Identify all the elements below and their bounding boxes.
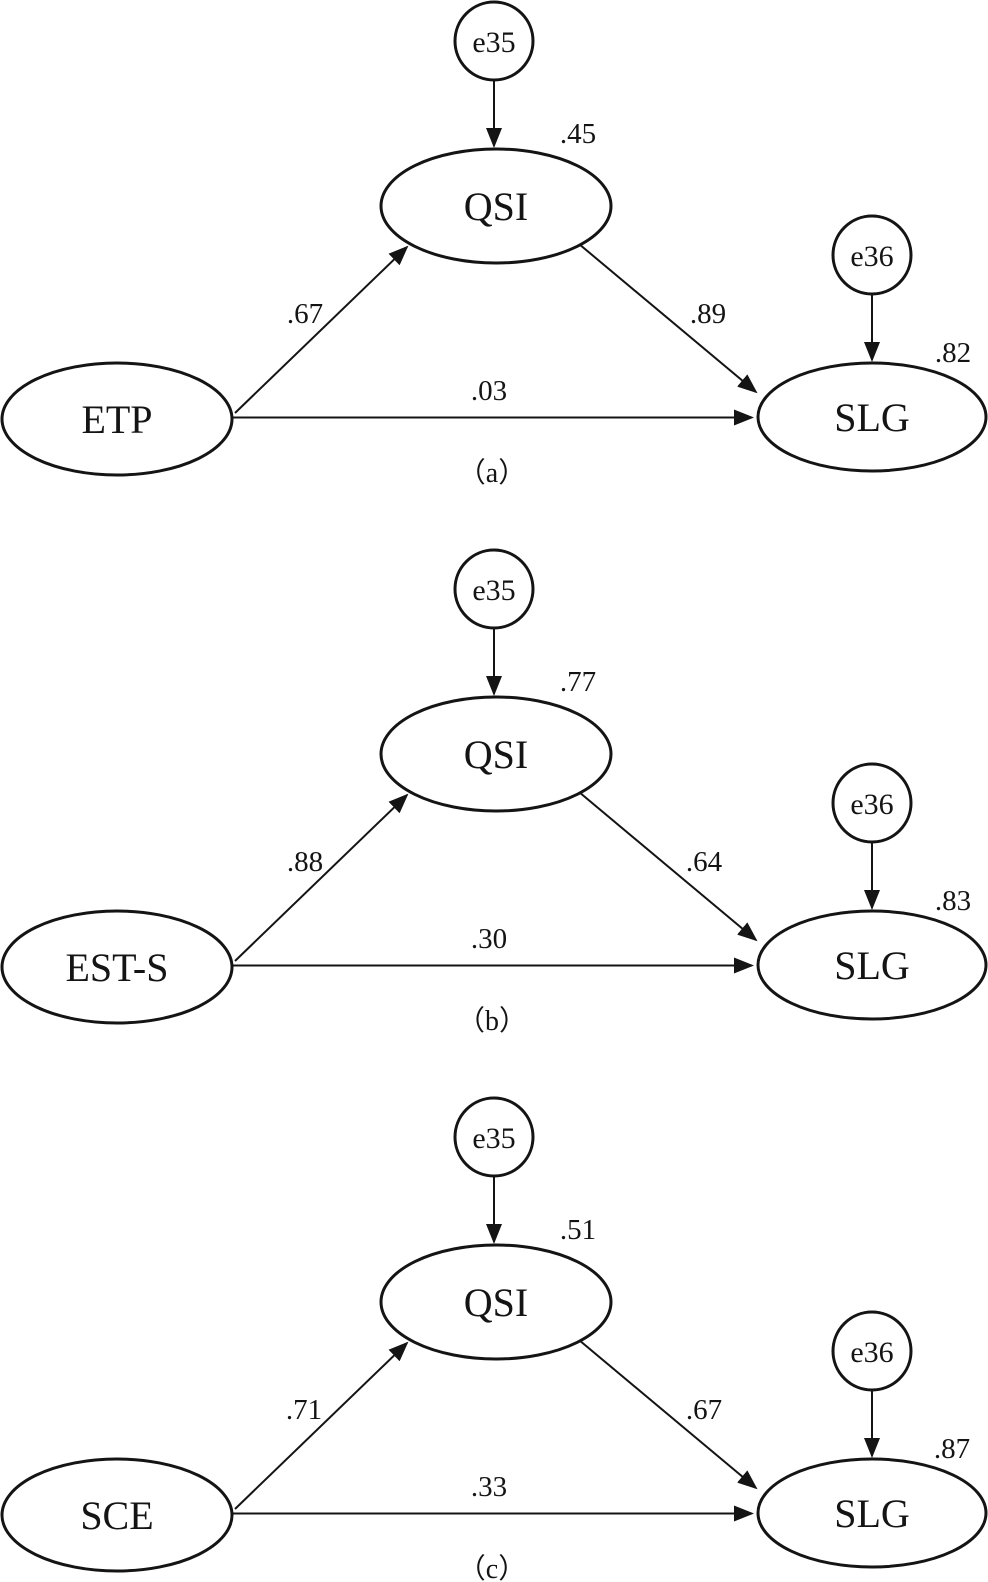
outcome-label: SLG (834, 1491, 910, 1536)
mediator-error-label: e35 (472, 574, 515, 607)
panel-caption: （a） (458, 457, 526, 489)
outcome-error-label: e36 (850, 788, 893, 821)
outcome-node (756, 1457, 988, 1569)
coef-mediator-to-outcome: .89 (690, 298, 726, 330)
path-arrow-predictor-to-mediator (234, 793, 409, 962)
predictor-label: EST-S (65, 945, 168, 990)
panel-caption: （c） (458, 1553, 526, 1582)
outcome-r2-value: .82 (935, 337, 971, 369)
outcome-label: SLG (834, 943, 910, 988)
mediator-label: QSI (464, 184, 528, 229)
mediator-label: QSI (464, 1280, 528, 1325)
path-arrow-mediator-to-outcome (578, 243, 758, 394)
diagram-panel-b: EST-S QSI SLG e35 e36 .77 .83 .88 .64 .3… (0, 548, 988, 1037)
mediator-error-label: e35 (472, 1122, 515, 1155)
coef-predictor-to-outcome: .33 (471, 1471, 507, 1503)
mediator-node (379, 147, 613, 265)
diagram-panel-c: SCE QSI SLG e35 e36 .51 .87 .71 .67 .33 … (0, 1096, 988, 1582)
outcome-error-node (831, 214, 913, 296)
mediator-error-node (453, 1096, 535, 1178)
outcome-error-node (831, 762, 913, 844)
coef-predictor-to-outcome: .03 (471, 375, 507, 407)
path-arrow-mediator-to-outcome (578, 791, 758, 942)
outcome-r2-value: .87 (934, 1433, 970, 1465)
path-arrow-predictor-to-mediator (234, 245, 409, 414)
outcome-error-label: e36 (850, 240, 893, 273)
outcome-label: SLG (834, 395, 910, 440)
mediator-r2-value: .77 (560, 666, 596, 698)
coef-mediator-to-outcome: .67 (686, 1394, 722, 1426)
predictor-label: SCE (80, 1493, 153, 1538)
outcome-r2-value: .83 (935, 885, 971, 917)
mediator-node (379, 695, 613, 813)
coef-predictor-to-outcome: .30 (471, 923, 507, 955)
outcome-node (756, 361, 988, 473)
mediator-error-node (453, 548, 535, 630)
predictor-node (0, 361, 234, 477)
panel-caption: （b） (457, 1005, 527, 1037)
mediator-r2-value: .45 (560, 118, 596, 150)
mediator-label: QSI (464, 732, 528, 777)
predictor-node (0, 909, 234, 1025)
outcome-error-node (831, 1310, 913, 1392)
outcome-error-label: e36 (850, 1336, 893, 1369)
coef-predictor-to-mediator: .71 (286, 1394, 322, 1426)
coef-mediator-to-outcome: .64 (686, 846, 723, 878)
mediator-error-label: e35 (472, 26, 515, 59)
mediator-node (379, 1243, 613, 1361)
coef-predictor-to-mediator: .67 (287, 298, 323, 330)
outcome-node (756, 909, 988, 1021)
path-arrow-mediator-to-outcome (578, 1339, 758, 1490)
predictor-label: ETP (81, 397, 152, 442)
diagram-panel-a: ETP QSI SLG e35 e36 .45 .82 .67 .89 .03 … (0, 0, 988, 489)
mediator-error-node (453, 0, 535, 82)
predictor-node (0, 1457, 234, 1573)
path-arrow-predictor-to-mediator (234, 1341, 409, 1510)
mediator-r2-value: .51 (560, 1214, 596, 1246)
coef-predictor-to-mediator: .88 (287, 846, 323, 878)
